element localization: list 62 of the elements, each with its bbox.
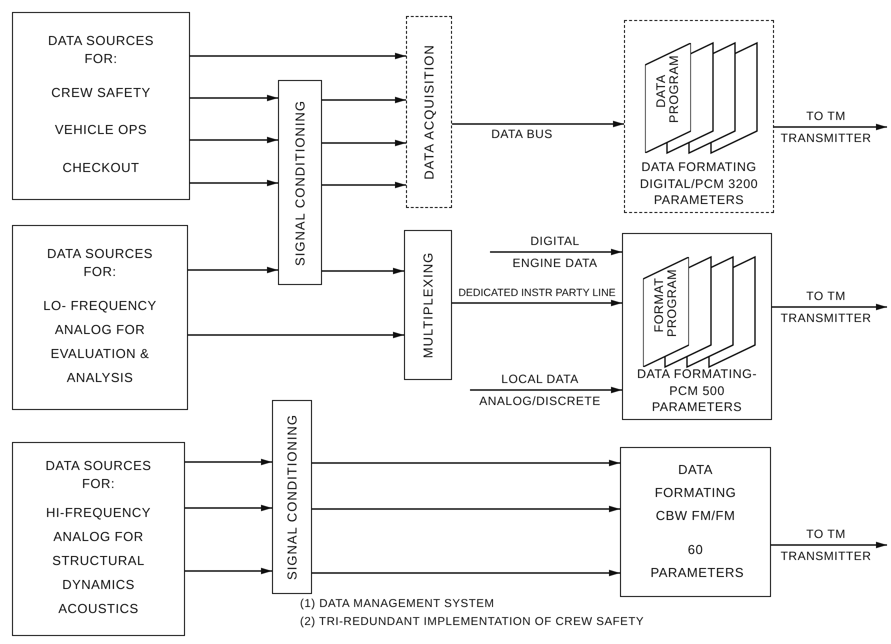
- edge-label: TO TM TRANSMITTER: [780, 288, 872, 327]
- edge-label: TO TM TRANSMITTER: [780, 108, 872, 147]
- arrow: [322, 96, 406, 104]
- process-box: [406, 16, 452, 208]
- arrow: [312, 506, 620, 512]
- edge-label: DIGITAL ENGINE DATA: [511, 233, 599, 272]
- arrow: [772, 304, 887, 310]
- arrow: [185, 568, 272, 574]
- arrow: [452, 300, 622, 306]
- box-heading: DATA SOURCES FOR:: [47, 32, 155, 68]
- edge-label: DATA BUS: [490, 127, 554, 141]
- arrow: [185, 504, 272, 512]
- arrow: [774, 124, 887, 130]
- source-box: [12, 442, 185, 636]
- arrow: [185, 458, 272, 466]
- process-box: [624, 20, 774, 213]
- source-box: [12, 225, 188, 410]
- box-label: MULTIPLEXING: [420, 252, 436, 358]
- arrow: [322, 268, 404, 274]
- arrow: [188, 332, 404, 338]
- arrow: [470, 386, 622, 394]
- box-label: DATA FORMATING-PCM 500 PARAMETERS: [636, 366, 758, 415]
- arrow: [190, 136, 278, 144]
- arrow: [771, 542, 887, 548]
- source-box: [12, 12, 190, 200]
- footnote: (2) TRI-REDUNDANT IMPLEMENTATION OF CREW SAFETY: [300, 616, 644, 628]
- box-label: DATA FORMATING DIGITAL/PCM 3200 PARAMETERS: [638, 159, 760, 208]
- box-label: DATA ACQUISITION: [422, 44, 436, 180]
- arrow: [490, 248, 622, 256]
- card-label: DATA PROGRAM: [654, 59, 682, 123]
- arrow: [190, 52, 406, 60]
- arrow: [190, 180, 278, 186]
- box-label: SIGNAL CONDITIONING: [292, 100, 308, 266]
- box-label: CHECKOUT: [62, 158, 140, 177]
- arrow: [312, 460, 620, 466]
- edge-label: TO TM TRANSMITTER: [780, 526, 872, 565]
- process-box: [622, 233, 772, 420]
- box-label: LO- FREQUENCY ANALOG FOR EVALUATION & ANALYSIS: [42, 296, 158, 387]
- box-heading: DATA SOURCES FOR:: [46, 245, 154, 280]
- arrow: [452, 120, 624, 128]
- arrow: [322, 182, 406, 188]
- process-box: [620, 447, 771, 597]
- arrow: [322, 140, 406, 146]
- arrow: [190, 94, 278, 102]
- footnote: (1) DATA MANAGEMENT SYSTEM: [300, 598, 494, 610]
- edge-label: DEDICATED INSTR PARTY LINE: [457, 286, 617, 300]
- box-label: 60 PARAMETERS: [650, 541, 740, 582]
- edge-label: LOCAL DATA ANALOG/DISCRETE: [478, 371, 602, 410]
- box-label: DATA FORMATING CBW FM/FM: [654, 461, 738, 525]
- process-box: [272, 400, 312, 594]
- arrow: [312, 570, 620, 576]
- box-label: VEHICLE OPS: [54, 121, 148, 140]
- box-heading: DATA SOURCES FOR:: [44, 457, 152, 492]
- box-label: HI-FREQUENCY ANALOG FOR STRUCTURAL DYNAMICS ACOUSTICS: [45, 504, 152, 618]
- process-box: [278, 80, 322, 285]
- arrow: [188, 266, 278, 274]
- program-card: [645, 43, 691, 153]
- card-label: FORMAT PROGRAM: [652, 273, 680, 337]
- box-label: SIGNAL CONDITIONING: [284, 414, 300, 580]
- program-card: [643, 257, 689, 367]
- process-box: [404, 230, 452, 380]
- box-label: CREW SAFETY: [50, 84, 152, 102]
